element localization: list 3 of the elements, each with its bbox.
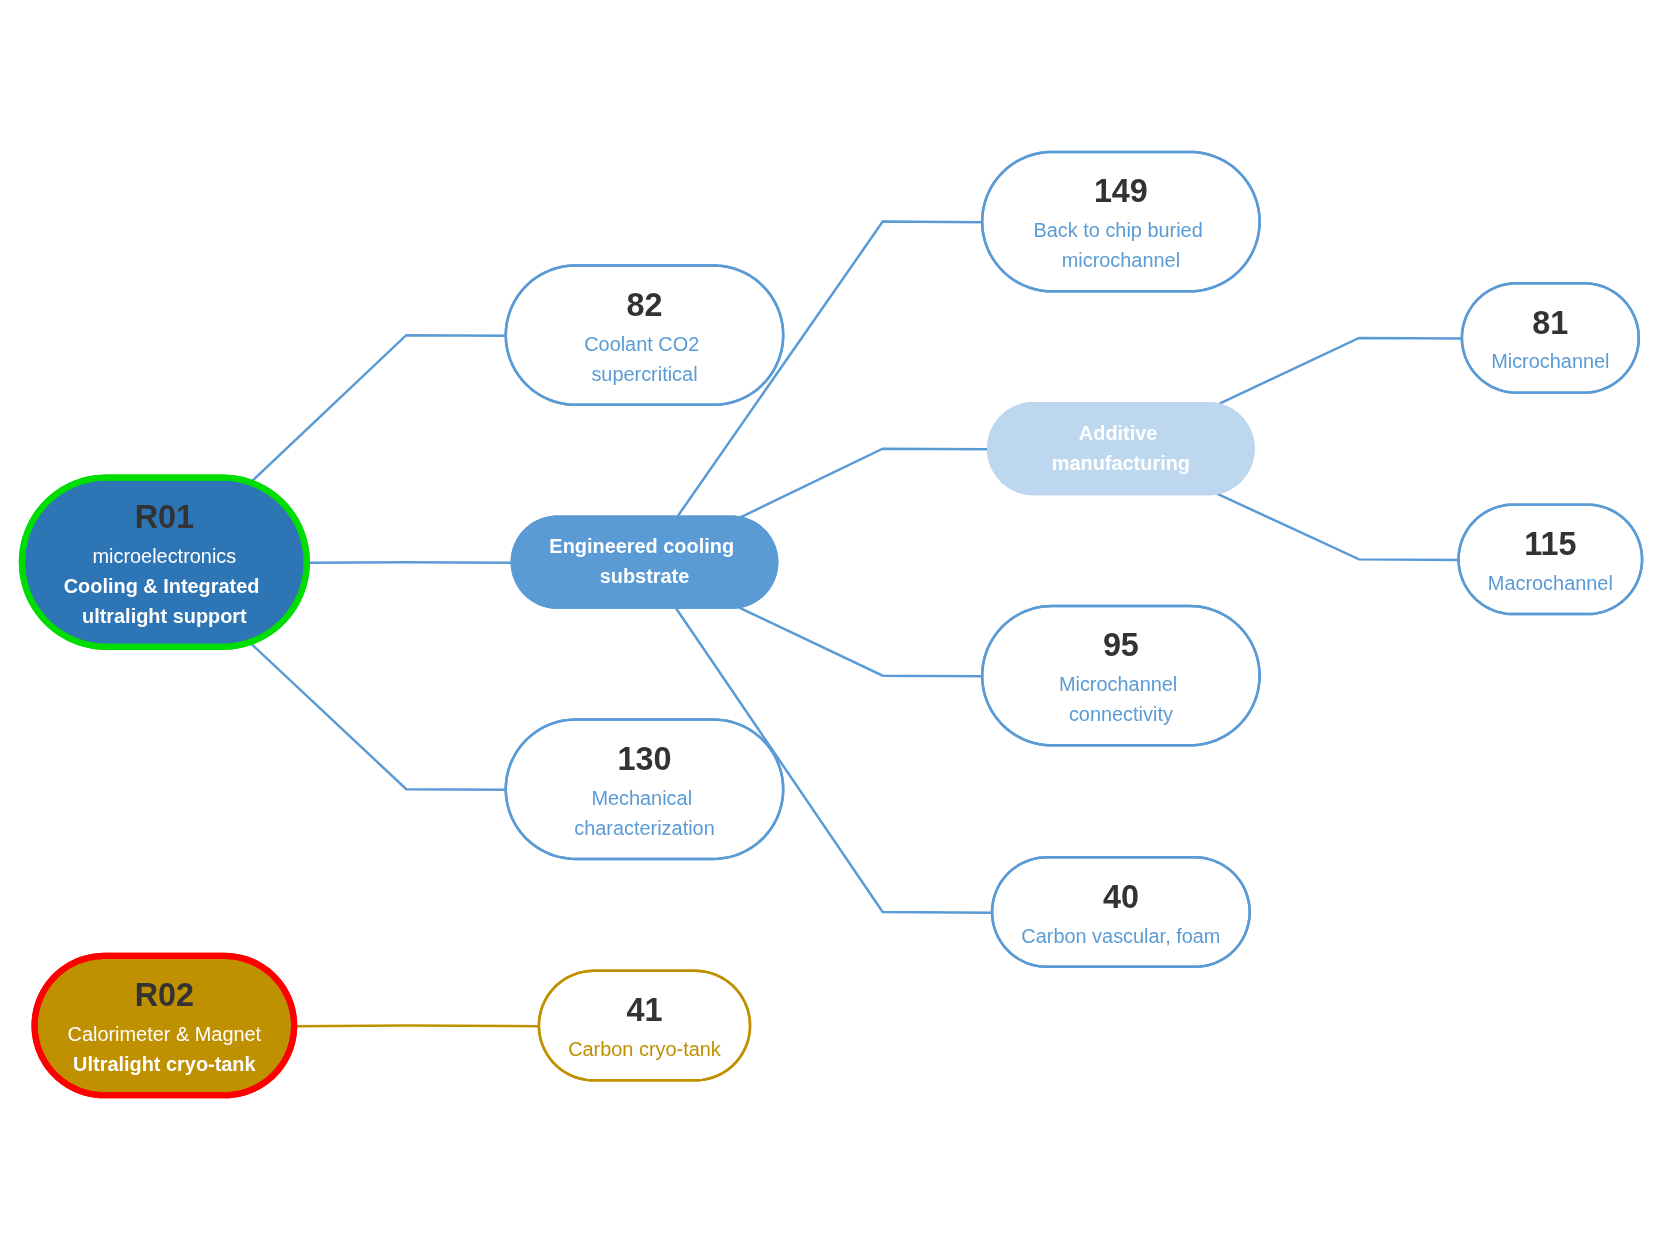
connector xyxy=(738,447,989,519)
connector xyxy=(675,607,993,914)
connector xyxy=(738,606,983,678)
